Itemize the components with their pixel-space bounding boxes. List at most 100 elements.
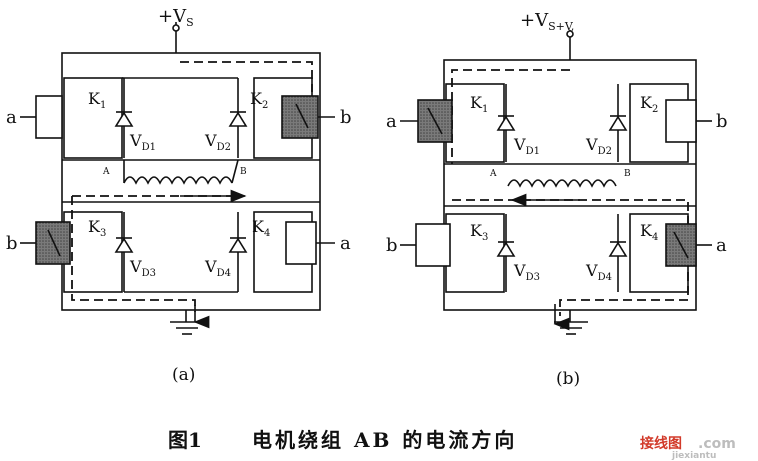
svg-text:VD1: VD1 bbox=[513, 135, 540, 157]
relay-k4-label-a: K bbox=[252, 217, 265, 236]
control-coil-b-right-top bbox=[665, 99, 712, 143]
diode-vd4-label-b: V bbox=[585, 261, 598, 280]
control-right-bottom-label-a: a bbox=[340, 233, 351, 254]
svg-text:VD2: VD2 bbox=[585, 135, 612, 157]
relay-k4-sub-a: 4 bbox=[264, 228, 270, 239]
motor-winding-coil-b bbox=[507, 179, 617, 188]
diode-vd2-label-b: V bbox=[585, 135, 598, 154]
control-coil-a-left-top bbox=[20, 95, 63, 139]
svg-text:K3: K3 bbox=[470, 221, 488, 243]
diode-vd1-symbol-a bbox=[114, 111, 134, 127]
diode-vd2-symbol-a bbox=[228, 111, 248, 127]
svg-text:K1: K1 bbox=[88, 89, 106, 111]
svg-text:K3: K3 bbox=[88, 217, 106, 239]
diode-vd4-label-a: V bbox=[204, 257, 217, 276]
node-b-label-a: B bbox=[240, 167, 247, 177]
control-left-bottom-label-a: b bbox=[6, 233, 18, 254]
svg-text:VD4: VD4 bbox=[585, 261, 612, 283]
supply-label-b: +V bbox=[520, 10, 549, 31]
watermark-brand: 接线图 bbox=[640, 435, 682, 452]
control-coil-a-right-bottom bbox=[285, 221, 335, 265]
control-coil-b-left-bottom bbox=[400, 223, 451, 267]
supply-terminal-b bbox=[566, 30, 574, 60]
ground-symbol-a bbox=[170, 310, 204, 335]
supply-terminal-a bbox=[172, 22, 180, 53]
svg-text:VD1: VD1 bbox=[129, 131, 156, 153]
diode-vd3-label-a: V bbox=[129, 257, 142, 276]
diode-vd1-sub-b: D1 bbox=[526, 146, 540, 157]
diode-vd2-symbol-b bbox=[608, 115, 628, 131]
diode-vd4-symbol-b bbox=[608, 241, 628, 257]
diode-vd3-label-b: V bbox=[513, 261, 526, 280]
motor-winding-coil-a bbox=[123, 176, 233, 185]
control-coil-k2-shaded bbox=[281, 95, 335, 139]
relay-k3-sub-a: 3 bbox=[100, 228, 106, 239]
diagram-a bbox=[20, 22, 335, 335]
diode-vd3-symbol-b bbox=[496, 241, 516, 257]
site-watermark: 接线图 .com jiexiantu bbox=[640, 435, 736, 461]
relay-k4-sub-b: 4 bbox=[652, 232, 658, 243]
labels-a: +VS K1 K2 K3 K4 VD1 VD2 VD3 VD4 A B a b … bbox=[6, 6, 352, 385]
relay-k4-label-b: K bbox=[640, 221, 653, 240]
svg-text:K1: K1 bbox=[470, 93, 488, 115]
diode-vd4-sub-b: D4 bbox=[598, 272, 612, 283]
relay-k2-sub-b: 2 bbox=[652, 104, 658, 115]
diode-vd1-label-b: V bbox=[513, 135, 526, 154]
node-b-label-b: B bbox=[624, 169, 631, 179]
node-a-label-b: A bbox=[489, 169, 497, 179]
watermark-url: jiexiantu bbox=[671, 451, 716, 461]
relay-k1-sub-a: 1 bbox=[100, 100, 106, 111]
ground-symbol-b bbox=[554, 310, 588, 335]
relay-k3-label-b: K bbox=[470, 221, 483, 240]
diode-vd3-sub-a: D3 bbox=[142, 268, 156, 279]
supply-label-a: +V bbox=[158, 6, 187, 27]
relay-k1-label-b: K bbox=[470, 93, 483, 112]
diode-vd3-sub-b: D3 bbox=[526, 272, 540, 283]
diode-vd3-symbol-a bbox=[114, 237, 134, 253]
relay-k1-label-a: K bbox=[88, 89, 101, 108]
diode-vd1-sub-a: D1 bbox=[142, 142, 156, 153]
svg-text:K2: K2 bbox=[250, 89, 268, 111]
supply-sub-b: S+V, bbox=[548, 20, 574, 33]
diode-vd2-sub-b: D2 bbox=[598, 146, 612, 157]
node-a-label-a: A bbox=[102, 167, 110, 177]
figure-caption: 图1 电机绕组 AB 的电流方向 bbox=[168, 428, 517, 452]
relay-k3-sub-b: 3 bbox=[482, 232, 488, 243]
svg-text:K4: K4 bbox=[252, 217, 270, 239]
watermark-site: .com bbox=[698, 436, 736, 452]
diode-vd1-symbol-b bbox=[496, 115, 516, 131]
panel-label-b: (b) bbox=[556, 369, 580, 389]
caption-figure-number: 图1 bbox=[168, 428, 202, 452]
control-coil-k4-shaded bbox=[665, 223, 712, 267]
panel-label-a: (a) bbox=[172, 365, 195, 385]
svg-text:+VS: +VS bbox=[158, 6, 194, 29]
caption-text: 电机绕组 AB 的电流方向 bbox=[252, 428, 517, 452]
control-coil-k1-shaded bbox=[400, 99, 453, 143]
relay-k2-label-b: K bbox=[640, 93, 653, 112]
diode-vd1-label-a: V bbox=[129, 131, 142, 150]
svg-text:VD3: VD3 bbox=[129, 257, 156, 279]
diode-vd2-sub-a: D2 bbox=[217, 142, 231, 153]
diode-vd4-symbol-a bbox=[228, 237, 248, 253]
svg-text:VD2: VD2 bbox=[204, 131, 231, 153]
control-right-bottom-label-b: a bbox=[716, 235, 727, 256]
svg-text:VD4: VD4 bbox=[204, 257, 231, 279]
control-right-top-label-a: b bbox=[340, 107, 352, 128]
svg-text:VD3: VD3 bbox=[513, 261, 540, 283]
supply-sub-a: S bbox=[186, 16, 194, 29]
diode-vd2-label-a: V bbox=[204, 131, 217, 150]
control-left-top-label-b: a bbox=[386, 111, 397, 132]
svg-text:+VS+V,: +VS+V, bbox=[520, 10, 574, 33]
relay-k1-sub-b: 1 bbox=[482, 104, 488, 115]
control-right-top-label-b: b bbox=[716, 111, 728, 132]
svg-text:K4: K4 bbox=[640, 221, 658, 243]
outer-frame-a bbox=[61, 52, 321, 311]
svg-text:K2: K2 bbox=[640, 93, 658, 115]
control-coil-k3-shaded bbox=[20, 221, 71, 265]
relay-k2-sub-a: 2 bbox=[262, 100, 268, 111]
current-path-b bbox=[451, 69, 689, 316]
diode-vd4-sub-a: D4 bbox=[217, 268, 231, 279]
current-path-a bbox=[71, 61, 313, 312]
control-left-top-label-a: a bbox=[6, 107, 17, 128]
